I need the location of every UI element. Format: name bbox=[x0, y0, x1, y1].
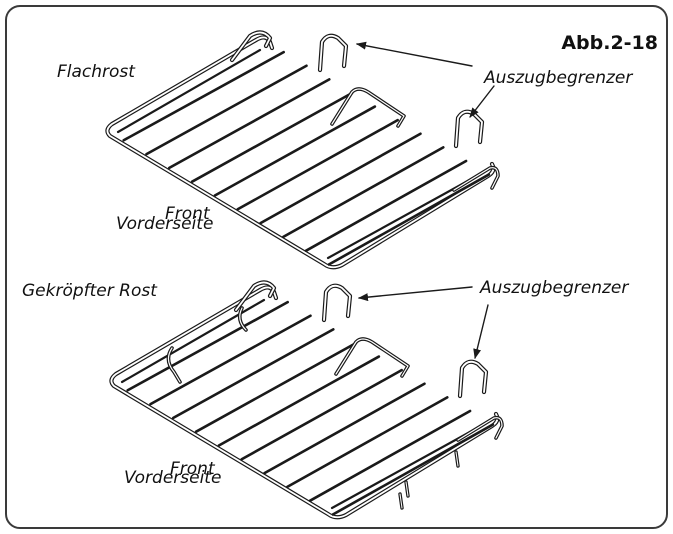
cross-bar bbox=[149, 314, 312, 406]
cross-bar bbox=[281, 146, 445, 239]
limiter-hook-1-core bbox=[319, 34, 347, 71]
front-handle-core bbox=[453, 167, 499, 191]
foot-2-core bbox=[455, 451, 459, 467]
bottom-front-label: Front bbox=[170, 459, 216, 479]
bottom-rack-name: Gekröpfter Rost bbox=[22, 281, 158, 301]
arrow-top-limiter-2 bbox=[469, 85, 495, 118]
top-front-label: Front bbox=[165, 204, 211, 224]
foot-3-core bbox=[399, 493, 403, 509]
cross-bar bbox=[240, 368, 403, 461]
cross-bar bbox=[171, 328, 335, 420]
cross-bar bbox=[145, 64, 308, 156]
cross-bar bbox=[213, 105, 377, 197]
cross-bar bbox=[285, 396, 449, 489]
cross-bar bbox=[122, 50, 285, 142]
cross-bar bbox=[194, 341, 358, 433]
rear-handle-core bbox=[231, 31, 271, 61]
top-rack-name: Flachrost bbox=[57, 62, 136, 82]
front-handle-core bbox=[457, 417, 503, 441]
crank-leg-back-core bbox=[239, 307, 247, 331]
cross-bar bbox=[259, 132, 422, 225]
foot-1-core bbox=[405, 481, 409, 497]
cross-bar bbox=[236, 118, 399, 211]
arrow-top-limiter-1 bbox=[356, 41, 473, 67]
figure-id-label: Abb.2-18 bbox=[561, 32, 658, 54]
limiter-hook-1-core bbox=[323, 284, 351, 321]
cross-bar bbox=[331, 423, 495, 516]
top-front-label-alt: Vorderseite bbox=[116, 214, 213, 234]
arrow-bottom-limiter-2 bbox=[473, 304, 489, 359]
cross-bar bbox=[327, 173, 491, 266]
bottom-front-label-alt: Vorderseite bbox=[124, 468, 221, 488]
arrow-bottom-limiter-1 bbox=[358, 286, 473, 302]
top-limiter-label: Auszugbegrenzer bbox=[483, 68, 633, 88]
offset-rack bbox=[109, 280, 504, 520]
rear-handle-core bbox=[235, 281, 275, 311]
cross-bar bbox=[190, 91, 354, 183]
cross-bar bbox=[167, 78, 331, 170]
cross-bar bbox=[308, 409, 472, 502]
bottom-limiter-label: Auszugbegrenzer bbox=[479, 278, 629, 298]
crank-leg-left-core bbox=[167, 347, 181, 383]
cross-bar bbox=[217, 355, 381, 447]
cross-bar bbox=[263, 382, 426, 475]
back-rail bbox=[116, 48, 262, 134]
center-loop-core bbox=[335, 338, 409, 377]
limiter-hook-2-core bbox=[459, 360, 487, 397]
leader-arrows bbox=[356, 41, 495, 359]
cross-bar bbox=[126, 300, 289, 392]
center-loop-core bbox=[331, 88, 405, 127]
cross-bar bbox=[304, 159, 468, 252]
